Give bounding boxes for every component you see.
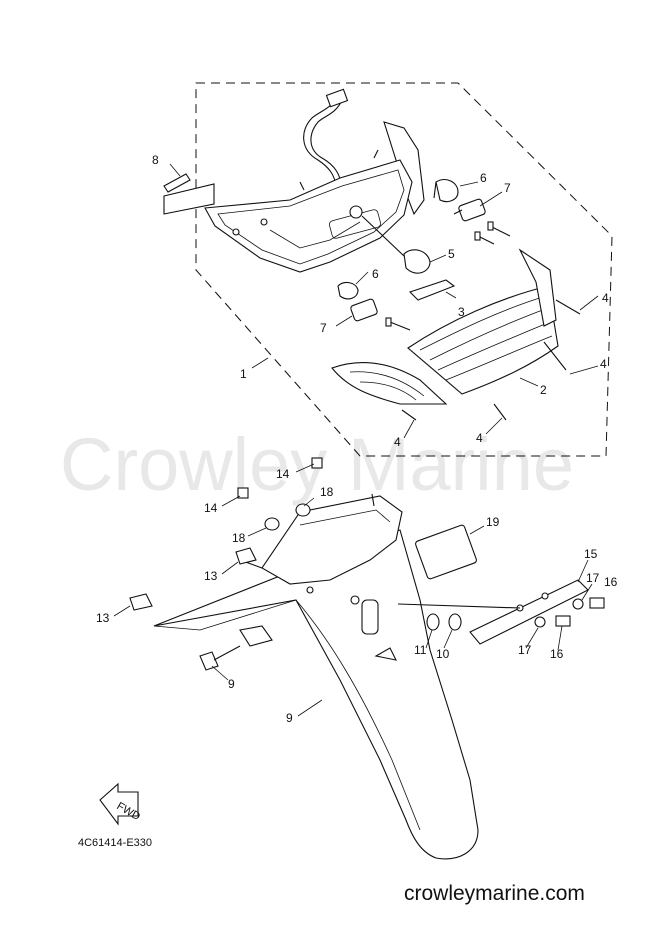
callout-7-lower: 7 (320, 321, 327, 335)
callout-16-upper: 16 (604, 575, 618, 589)
callout-19: 19 (486, 515, 500, 529)
fwd-arrow-icon: FWD (99, 782, 142, 826)
callout-13-upper: 13 (204, 569, 218, 583)
callout-6-lower: 6 (372, 267, 379, 281)
leader-lines (113, 163, 599, 717)
callout-15: 15 (584, 547, 598, 561)
callout-12: 11 (414, 643, 427, 657)
callout-17-lower: 17 (518, 643, 532, 657)
callout-18-lower: 18 (232, 531, 246, 545)
callout-4-a: 4 (602, 291, 609, 305)
callout-1: 1 (240, 367, 247, 381)
callout-3: 3 (458, 305, 465, 319)
rear-fender (153, 493, 479, 860)
callout-6-upper: 6 (480, 171, 487, 185)
callout-16-lower: 16 (550, 647, 564, 661)
callout-4-c: 4 (394, 435, 401, 449)
callout-8: 8 (152, 153, 159, 167)
website-url: crowleymarine.com (404, 882, 585, 905)
callout-17-upper: 17 (586, 571, 600, 585)
screw-set (385, 221, 511, 331)
callout-4-d: 4 (476, 431, 483, 445)
callout-4-b: 4 (600, 357, 607, 371)
callout-labels: 8 6 7 5 6 3 7 4 4 2 4 4 1 14 14 18 18 19… (96, 153, 618, 691)
callout-10: 9 (228, 677, 235, 691)
callout-2: 2 (540, 383, 547, 397)
callout-11: 10 (436, 647, 450, 661)
callout-14-upper: 14 (276, 467, 290, 481)
callout-7-upper: 7 (504, 181, 511, 195)
callout-13-lower: 13 (96, 611, 110, 625)
callout-5: 5 (448, 247, 455, 261)
drawing-code: 4C61414-E330 (78, 837, 152, 849)
taillight-assembly (204, 88, 581, 421)
callout-14-lower: 14 (204, 501, 218, 515)
assembly-boundary (195, 82, 613, 457)
callout-18-upper: 18 (320, 485, 334, 499)
